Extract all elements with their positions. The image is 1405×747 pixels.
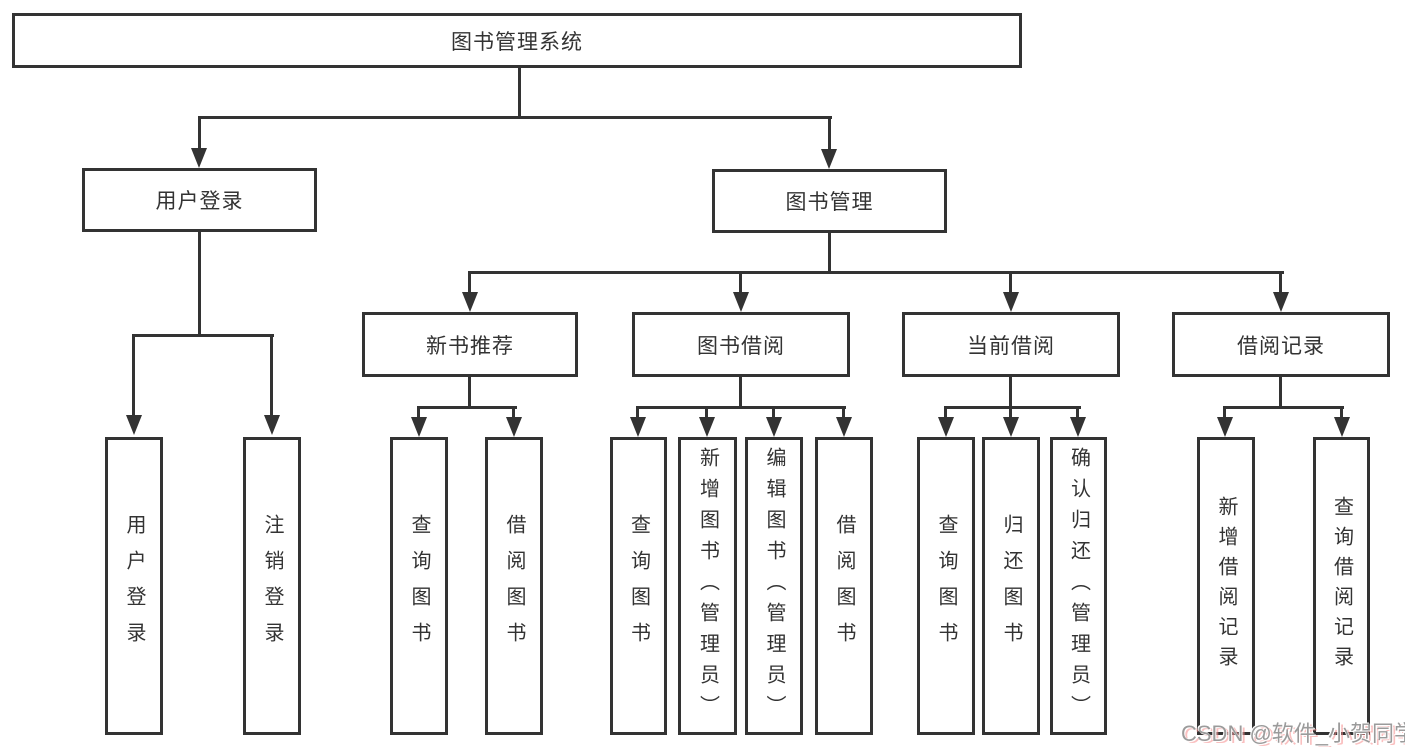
arrow-down-icon: [630, 417, 646, 437]
connector-shaft: [705, 406, 708, 419]
connector-user-rail: [132, 334, 274, 337]
node-label: 借阅图书: [503, 514, 525, 658]
node-label: 用户登录: [123, 514, 145, 658]
node-label: 借阅记录: [1237, 334, 1325, 358]
node-label: 新增借阅记录: [1215, 496, 1237, 676]
node-new-book-recommend: 新书推荐: [362, 312, 578, 377]
node-label: 新书推荐: [426, 334, 514, 358]
leaf-add-books-admin: 新增图书（管理员）: [678, 437, 737, 735]
arrow-down-icon: [506, 417, 522, 437]
node-label: 注销登录: [261, 514, 283, 658]
arrow-down-icon: [264, 415, 280, 435]
connector-level2-rail: [198, 116, 832, 119]
leaf-user-login: 用户登录: [105, 437, 163, 735]
arrow-down-icon: [462, 292, 478, 312]
connector-book-mgmt-shaft: [828, 116, 831, 150]
connector-rail: [1223, 406, 1344, 409]
connector-logout-leaf-shaft: [270, 334, 273, 416]
connector-rail: [944, 406, 1081, 409]
connector-shaft: [417, 406, 420, 419]
node-label: 用户登录: [155, 190, 244, 213]
leaf-borrow-books: 借阅图书: [815, 437, 873, 735]
node-label: 当前借阅: [967, 334, 1055, 358]
arrow-down-icon: [821, 149, 837, 169]
connector-rail: [417, 406, 517, 409]
arrow-down-icon: [733, 292, 749, 312]
connector-stub: [468, 376, 471, 407]
leaf-logout: 注销登录: [243, 437, 301, 735]
node-label: 借阅图书: [833, 514, 855, 658]
node-borrow-records: 借阅记录: [1172, 312, 1390, 377]
connector-stub: [1279, 376, 1282, 407]
connector-shaft: [772, 406, 775, 419]
leaf-borrow-books-recommend: 借阅图书: [485, 437, 543, 735]
arrow-down-icon: [766, 417, 782, 437]
connector-level3-rail: [468, 271, 1284, 274]
leaf-add-borrow-record: 新增借阅记录: [1197, 437, 1255, 735]
arrow-down-icon: [836, 417, 852, 437]
node-label: 图书管理: [785, 191, 874, 214]
arrow-down-icon: [1334, 417, 1350, 437]
node-label: 归还图书: [1000, 514, 1022, 658]
connector-mgmt-stub: [828, 232, 831, 273]
node-user-login: 用户登录: [82, 168, 317, 232]
leaf-query-books-borrow: 查询图书: [610, 437, 667, 735]
arrow-down-icon: [1003, 292, 1019, 312]
connector-user-login-shaft: [198, 116, 201, 150]
node-label: 查询借阅记录: [1330, 496, 1353, 676]
connector-shaft: [636, 406, 639, 419]
connector-shaft: [944, 406, 947, 419]
arrow-down-icon: [411, 417, 427, 437]
node-current-borrowing: 当前借阅: [902, 312, 1120, 377]
node-label: 查询图书: [935, 514, 957, 658]
node-library-management-system: 图书管理系统: [12, 13, 1022, 68]
connector-rail: [636, 406, 846, 409]
arrow-down-icon: [1217, 417, 1233, 437]
connector-current-shaft: [1009, 271, 1012, 295]
connector-records-shaft: [1279, 271, 1282, 295]
arrow-down-icon: [699, 417, 715, 437]
node-label: 新增图书（管理员）: [696, 446, 719, 726]
arrow-down-icon: [938, 417, 954, 437]
node-label: 图书管理系统: [451, 30, 583, 54]
leaf-query-books-current: 查询图书: [917, 437, 975, 735]
leaf-query-books-recommend: 查询图书: [390, 437, 448, 735]
arrow-down-icon: [191, 148, 207, 168]
connector-shaft: [1340, 406, 1343, 419]
node-book-borrowing: 图书借阅: [632, 312, 850, 377]
connector-shaft: [1009, 406, 1012, 419]
connector-newbook-shaft: [468, 271, 471, 295]
connector-shaft: [512, 406, 515, 419]
leaf-confirm-return-admin: 确认归还（管理员）: [1050, 437, 1107, 735]
node-label: 图书借阅: [697, 334, 785, 358]
node-label: 确认归还（管理员）: [1067, 446, 1090, 726]
connector-borrow-shaft: [739, 271, 742, 295]
csdn-watermark: CSDN @软件_小贺同学: [1181, 721, 1405, 746]
connector-shaft: [1223, 406, 1226, 419]
connector-shaft: [842, 406, 845, 419]
connector-stub: [739, 376, 742, 407]
arrow-down-icon: [1070, 417, 1086, 437]
arrow-down-icon: [1273, 292, 1289, 312]
node-label: 查询图书: [627, 514, 650, 658]
leaf-query-borrow-record: 查询借阅记录: [1313, 437, 1370, 735]
connector-login-leaf-shaft: [132, 334, 135, 416]
connector-user-stub: [198, 231, 201, 336]
node-label: 查询图书: [408, 514, 430, 658]
arrow-down-icon: [126, 415, 142, 435]
arrow-down-icon: [1003, 417, 1019, 437]
node-label: 编辑图书（管理员）: [763, 446, 785, 726]
connector-shaft: [1076, 406, 1079, 419]
connector-stub: [1009, 376, 1012, 407]
connector-root-stub: [518, 67, 521, 117]
leaf-return-books: 归还图书: [982, 437, 1040, 735]
leaf-edit-books-admin: 编辑图书（管理员）: [745, 437, 803, 735]
node-book-management: 图书管理: [712, 169, 947, 233]
